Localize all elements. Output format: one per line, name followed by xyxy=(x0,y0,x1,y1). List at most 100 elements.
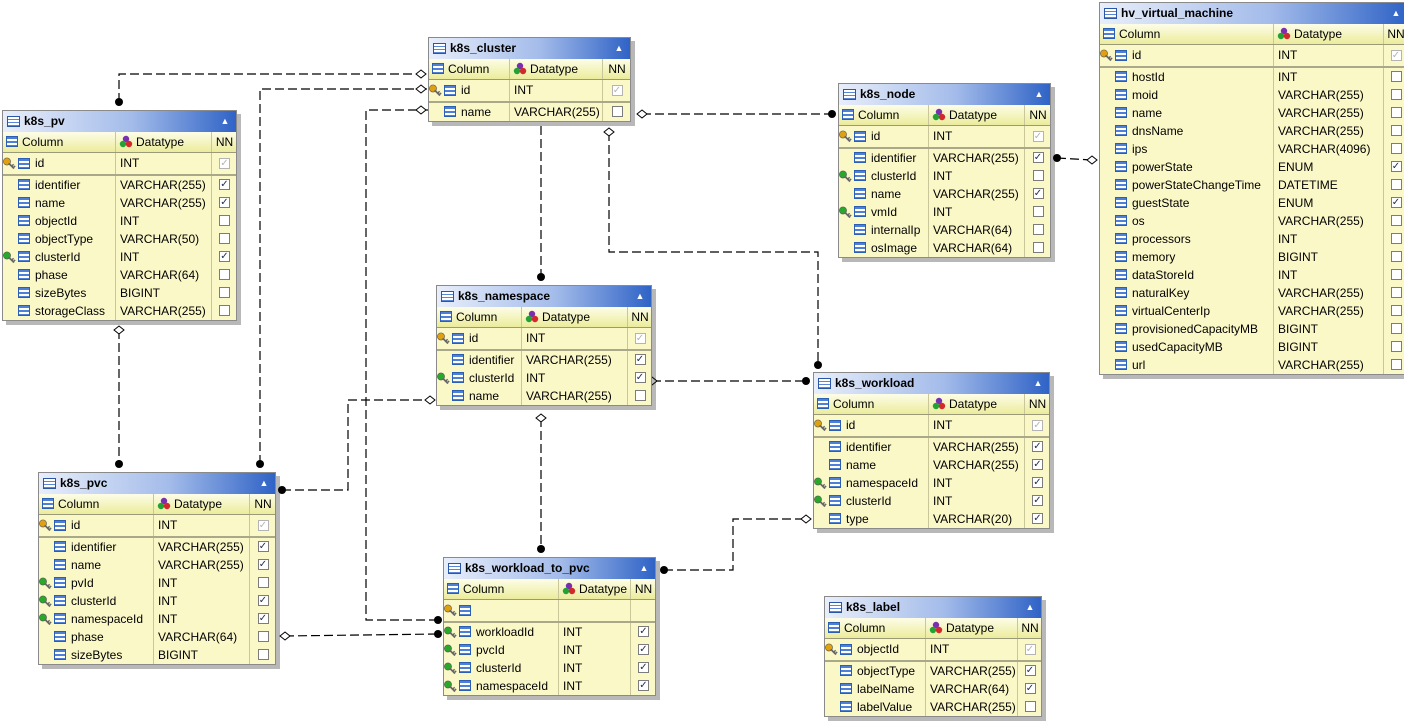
not-null-checkbox[interactable] xyxy=(1032,170,1044,181)
collapse-icon[interactable]: ▲ xyxy=(1391,8,1401,18)
not-null-checkbox[interactable] xyxy=(1390,341,1402,352)
not-null-checkbox[interactable]: ✓ xyxy=(257,520,269,531)
collapse-icon[interactable]: ▲ xyxy=(220,116,230,126)
not-null-checkbox[interactable]: ✓ xyxy=(1390,161,1402,172)
not-null-checkbox[interactable] xyxy=(1032,206,1044,217)
not-null-checkbox[interactable] xyxy=(1390,323,1402,334)
not-null-checkbox[interactable]: ✓ xyxy=(1390,197,1402,208)
not-null-checkbox[interactable] xyxy=(634,390,646,401)
not-null-checkbox[interactable] xyxy=(1390,107,1402,118)
not-null-checkbox[interactable]: ✓ xyxy=(219,179,230,190)
not-null-checkbox[interactable] xyxy=(1024,701,1036,712)
not-null-checkbox[interactable]: ✓ xyxy=(634,333,646,344)
not-null-checkbox[interactable]: ✓ xyxy=(1032,420,1043,431)
not-null-checkbox[interactable]: ✓ xyxy=(1032,513,1043,524)
not-null-checkbox[interactable]: ✓ xyxy=(1032,459,1043,470)
not-null-checkbox[interactable] xyxy=(1032,224,1044,235)
not-null-checkbox[interactable] xyxy=(219,269,230,280)
not-null-checkbox[interactable]: ✓ xyxy=(257,595,269,606)
not-null-checkbox[interactable] xyxy=(1390,233,1402,244)
collapse-icon[interactable]: ▲ xyxy=(639,563,649,573)
not-null-checkbox[interactable]: ✓ xyxy=(1032,477,1043,488)
not-null-checkbox[interactable] xyxy=(1390,179,1402,190)
not-null-checkbox[interactable]: ✓ xyxy=(219,197,230,208)
not-null-checkbox[interactable] xyxy=(219,233,230,244)
not-null-checkbox[interactable]: ✓ xyxy=(634,354,646,365)
not-null-checkbox[interactable]: ✓ xyxy=(257,613,269,624)
not-null-checkbox[interactable] xyxy=(1390,251,1402,262)
not-null-checkbox[interactable]: ✓ xyxy=(634,372,646,383)
not-null-checkbox[interactable]: ✓ xyxy=(1024,665,1036,676)
not-null-checkbox[interactable] xyxy=(1390,287,1402,298)
not-null-checkbox[interactable]: ✓ xyxy=(1024,644,1036,655)
not-null-checkbox[interactable] xyxy=(1390,359,1402,370)
not-null-checkbox[interactable]: ✓ xyxy=(257,559,269,570)
not-null-checkbox[interactable] xyxy=(257,649,269,660)
not-null-checkbox[interactable] xyxy=(257,577,269,588)
table-row-empty[interactable] xyxy=(444,600,655,623)
not-null-checkbox[interactable]: ✓ xyxy=(611,85,623,96)
not-null-checkbox[interactable] xyxy=(219,215,230,226)
not-null-checkbox[interactable]: ✓ xyxy=(638,644,649,655)
not-null-checkbox[interactable]: ✓ xyxy=(1032,131,1044,142)
not-null-checkbox[interactable] xyxy=(1390,269,1402,280)
not-null-checkbox[interactable] xyxy=(1390,89,1402,100)
collapse-icon[interactable]: ▲ xyxy=(1034,89,1044,99)
not-null-checkbox[interactable]: ✓ xyxy=(219,251,230,262)
not-null-checkbox[interactable] xyxy=(257,631,269,642)
not-null-checkbox[interactable]: ✓ xyxy=(1024,683,1036,694)
not-null-checkbox[interactable] xyxy=(219,287,230,298)
not-null-checkbox[interactable]: ✓ xyxy=(638,626,649,637)
collapse-icon[interactable]: ▲ xyxy=(1025,602,1035,612)
